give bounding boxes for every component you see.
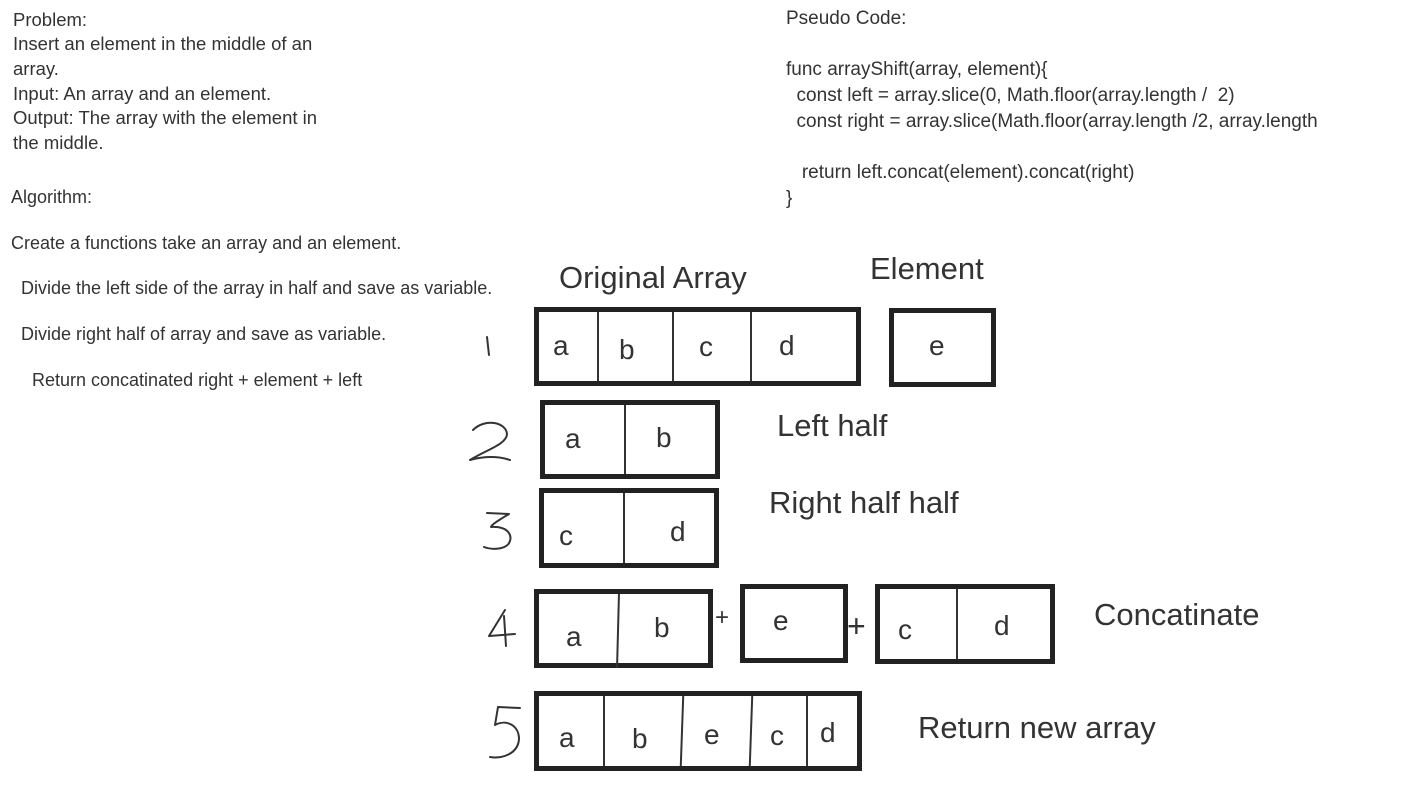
cell-divider (750, 312, 752, 381)
concat-left-box (534, 589, 713, 668)
cell-divider (603, 696, 605, 766)
array-cell: b (632, 723, 648, 754)
concat-element-box (740, 584, 848, 663)
array-cell: e (704, 719, 720, 750)
plus-sign: + (715, 604, 730, 631)
code-line: const right = array.slice(Math.floor(arr… (786, 111, 1318, 132)
element-cell: e (773, 605, 789, 636)
concatinate-label: Concatinate (1094, 597, 1260, 632)
pseudo-heading: Pseudo Code: (786, 8, 907, 29)
return-new-array-label: Return new array (918, 710, 1156, 745)
problem-line: the middle. (13, 132, 104, 153)
array-cell: a (559, 722, 575, 753)
array-cell: b (619, 334, 635, 365)
code-line: } (786, 188, 793, 209)
algorithm-step: Create a functions take an array and an … (11, 233, 402, 253)
step-number-1 (486, 336, 490, 356)
array-cell: c (699, 331, 713, 362)
array-cell: a (565, 423, 581, 454)
array-cell: a (566, 621, 582, 652)
array-cell: c (898, 614, 912, 645)
array-cell: d (820, 717, 836, 748)
right-half-box (539, 488, 719, 568)
step-number-2 (469, 421, 511, 461)
element-cell: e (929, 330, 945, 361)
cell-divider (597, 312, 599, 381)
cell-divider (956, 589, 958, 659)
array-cell: a (553, 330, 569, 361)
array-cell: b (656, 422, 672, 453)
cell-divider (806, 696, 808, 766)
original-array-box (534, 307, 861, 386)
code-line: const left = array.slice(0, Math.floor(a… (786, 85, 1235, 106)
code-line: func arrayShift(array, element){ (786, 59, 1048, 80)
array-cell: b (654, 612, 670, 643)
code-line: return left.concat(element).concat(right… (786, 162, 1135, 183)
algorithm-step: Divide the left side of the array in hal… (21, 278, 493, 298)
step-number-4 (488, 609, 516, 647)
problem-line: Insert an element in the middle of an (13, 33, 313, 54)
cell-divider (624, 405, 626, 474)
original-array-label: Original Array (559, 260, 747, 295)
array-cell: d (670, 516, 686, 547)
element-box (889, 308, 996, 387)
element-label: Element (870, 251, 984, 286)
problem-input: Input: An array and an element. (13, 83, 272, 104)
problem-output: Output: The array with the element in (13, 107, 318, 128)
step-number-3 (483, 512, 512, 550)
algorithm-step: Return concatinated right + element + le… (32, 370, 363, 390)
concat-right-box (875, 584, 1055, 664)
left-half-label: Left half (777, 408, 888, 443)
array-cell: d (779, 330, 795, 361)
result-array-box (534, 691, 862, 771)
left-half-box (540, 400, 720, 479)
step-number-5 (489, 706, 521, 759)
algorithm-heading: Algorithm: (11, 187, 93, 207)
cell-divider (623, 493, 625, 563)
plus-sign: + (847, 608, 866, 644)
array-cell: c (770, 720, 784, 751)
problem-heading: Problem: (13, 9, 88, 30)
cell-divider (672, 312, 674, 381)
problem-line: array. (13, 58, 59, 79)
array-cell: d (994, 610, 1010, 641)
right-half-label: Right half half (769, 485, 959, 520)
array-cell: c (559, 520, 573, 551)
algorithm-step: Divide right half of array and save as v… (21, 324, 387, 344)
